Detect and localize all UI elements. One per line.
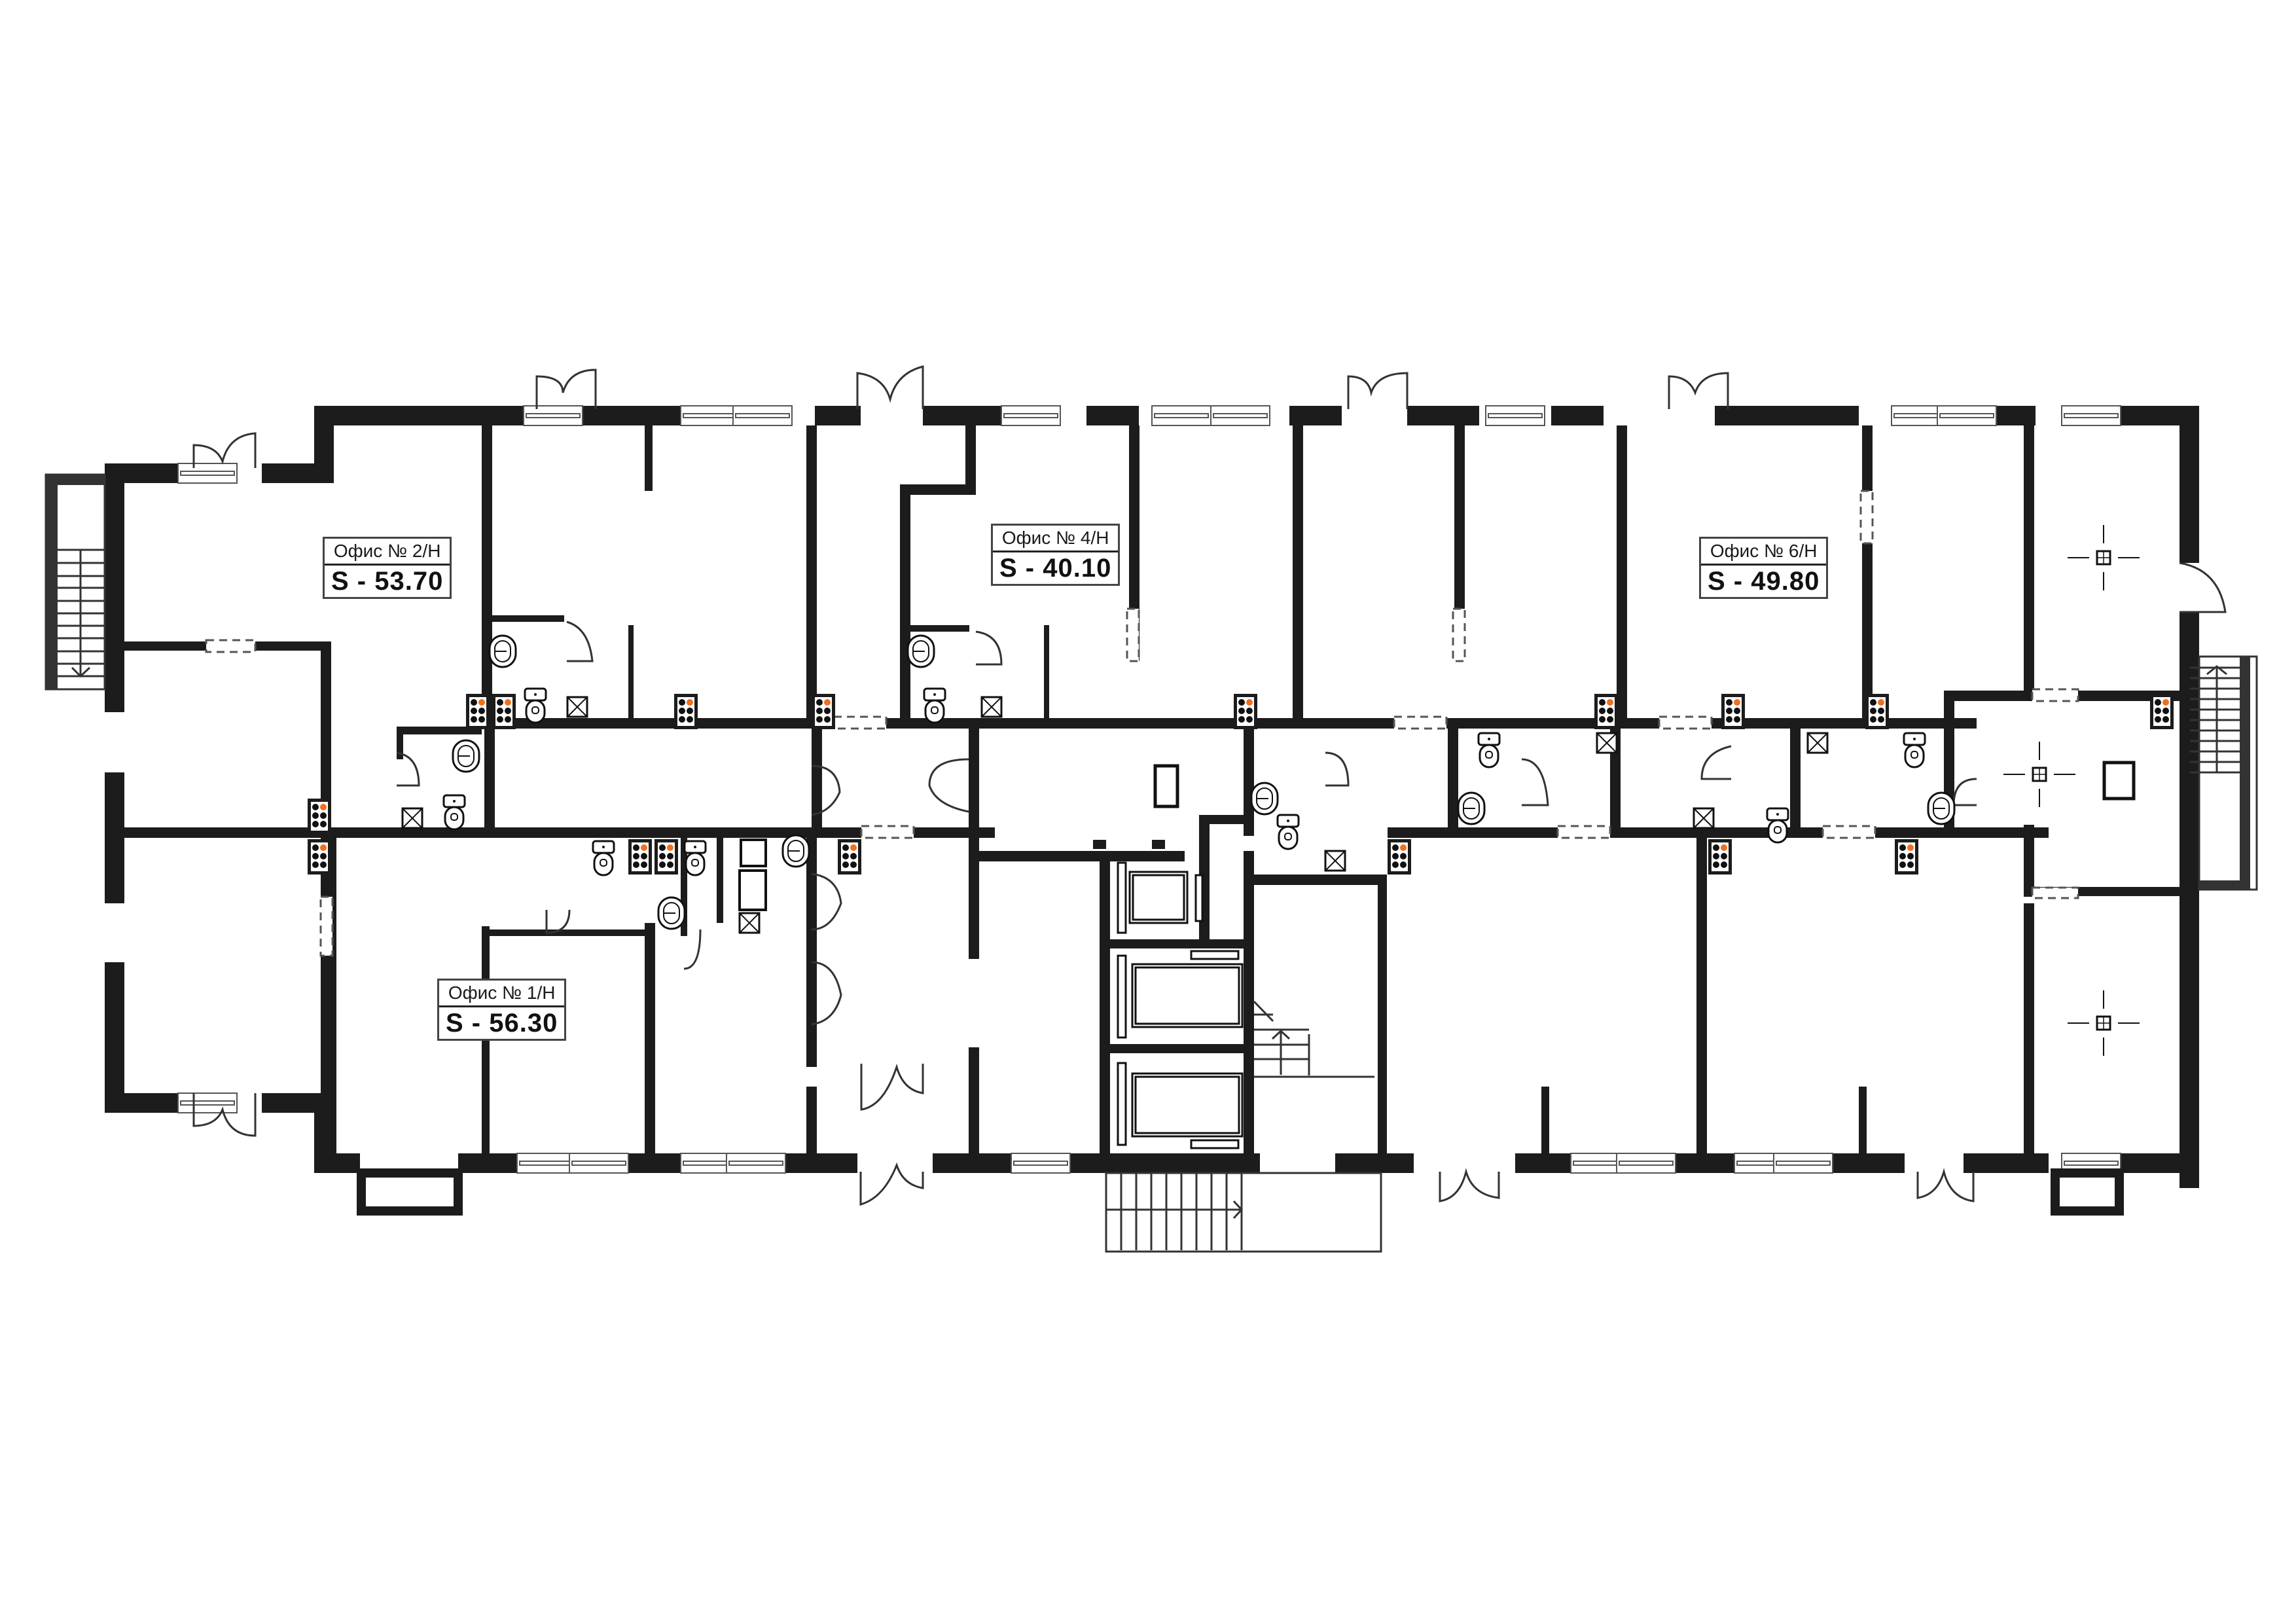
office-label-4: Офис № 4/Н S - 40.10: [991, 524, 1121, 586]
elevators: [1117, 861, 1244, 1149]
stairs: [45, 473, 2258, 1253]
office-label-6: Офис № 6/Н S - 49.80: [1699, 537, 1829, 599]
office-area: S - 49.80: [1708, 567, 1820, 596]
exterior-walls: [105, 406, 2199, 1188]
office-name: Офис № 1/Н: [439, 981, 565, 1007]
office-area: S - 40.10: [999, 554, 1112, 583]
utility-boxes: [1153, 761, 2136, 808]
office-area: S - 56.30: [446, 1009, 558, 1038]
plumbing-fixtures: [401, 634, 1956, 934]
office-name: Офис № 2/Н: [325, 539, 450, 566]
doors: [192, 365, 2227, 1206]
windows: [177, 405, 2121, 1174]
office-label-2: Офис № 2/Н S - 53.70: [323, 537, 452, 599]
office-label-1: Офис № 1/Н S - 56.30: [437, 979, 567, 1041]
interior-walls: [124, 425, 2186, 1159]
office-area: S - 53.70: [331, 567, 444, 596]
balconies: [357, 1168, 2124, 1216]
office-name: Офис № 4/Н: [993, 526, 1119, 552]
office-name: Офис № 6/Н: [1701, 539, 1827, 566]
